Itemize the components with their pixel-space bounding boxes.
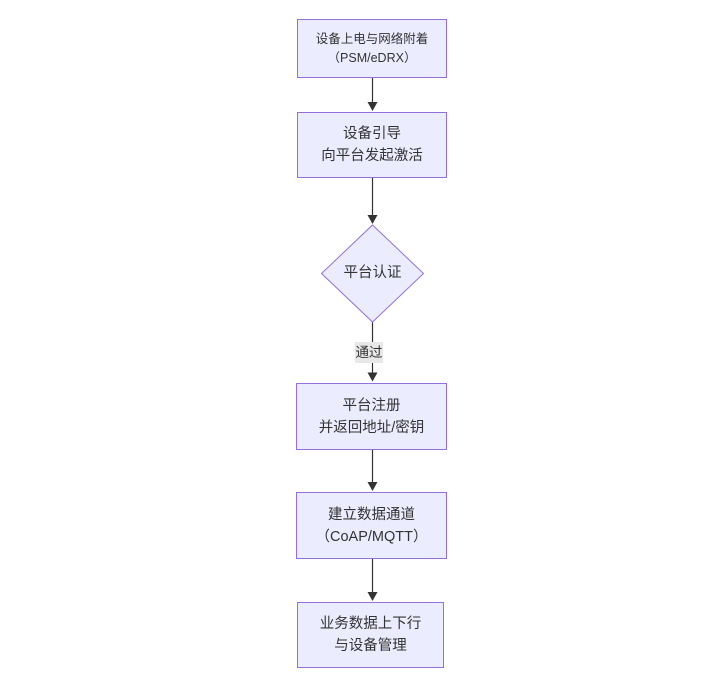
node-label-line: 向平台发起激活: [321, 148, 423, 164]
edge-arrowhead-icon: [367, 102, 378, 111]
node-label-line: 设备上电与网络附着: [315, 31, 429, 46]
edge-arrowhead-icon: [367, 215, 378, 224]
flow-node-platform-register: 平台注册 并返回地址/密钥: [296, 383, 447, 450]
decision-platform-auth-label: 平台认证: [343, 265, 402, 281]
node-label-line: 并返回地址/密钥: [318, 419, 425, 436]
node-label-line: 设备引导: [343, 126, 401, 142]
node-label-line: 平台注册: [342, 397, 401, 414]
node-label-line: 业务数据上下行: [319, 616, 422, 632]
edge-arrowhead-icon: [367, 372, 378, 382]
node-label-line: （CoAP/MQTT）: [315, 528, 428, 545]
edge-label-pass: 通过: [355, 342, 383, 363]
flow-node-data-channel: 建立数据通道 （CoAP/MQTT）: [296, 492, 447, 559]
node-label-line: 建立数据通道: [328, 506, 415, 523]
flow-node-device-bootstrap: 设备引导 向平台发起激活: [297, 112, 447, 178]
edge-arrowhead-icon: [367, 592, 378, 601]
flow-node-power-network-attach: 设备上电与网络附着 （PSM/eDRX）: [297, 19, 447, 78]
edge-arrowhead-icon: [367, 482, 378, 491]
node-label-line: （PSM/eDRX）: [327, 50, 417, 65]
node-label-line: 与设备管理: [334, 638, 407, 654]
flow-node-business-data: 业务数据上下行 与设备管理: [297, 602, 444, 668]
